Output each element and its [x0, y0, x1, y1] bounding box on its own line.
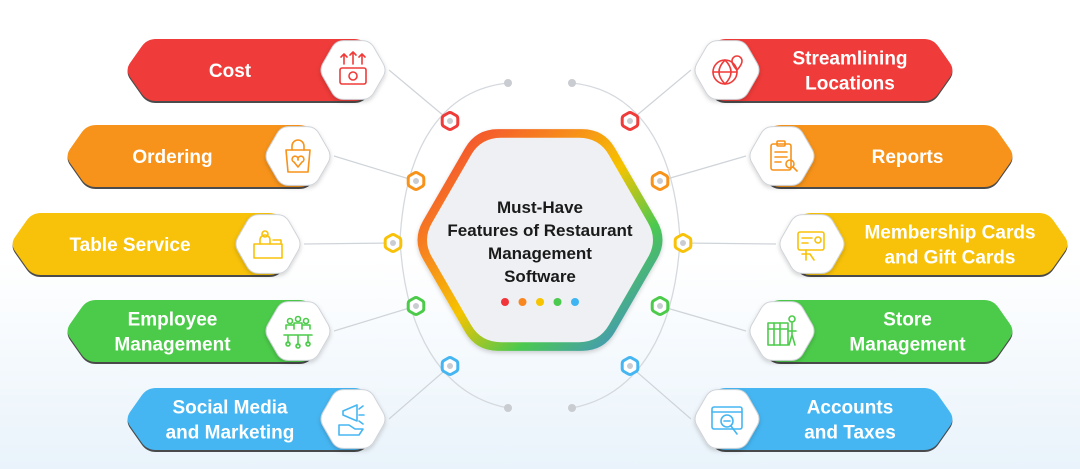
feature-label: Streamlining [792, 49, 907, 70]
shopping-bag-icon [285, 139, 311, 173]
feature-pill [67, 125, 328, 187]
guide-dot [504, 404, 512, 412]
connector-node [620, 111, 640, 131]
connector-node [440, 111, 460, 131]
feature-connector [388, 365, 451, 420]
feature-membership-cards-and-gift-cards: Membership Cards and Gift Cards [779, 213, 1068, 277]
feature-connector [388, 69, 451, 122]
feature-icon-hexagon [749, 301, 815, 361]
feature-table-service: Table Service [12, 213, 301, 277]
connector-node [383, 233, 403, 253]
center-title-line-2: Features of Restaurant [447, 221, 632, 240]
feature-icon-hexagon [694, 389, 760, 449]
feature-pill [752, 125, 1013, 187]
store-icon [767, 315, 797, 346]
feature-connector [659, 305, 747, 332]
feature-label: Membership Cards [864, 223, 1035, 244]
center-dot [501, 298, 509, 306]
center-dot [571, 298, 579, 306]
feature-pill [127, 39, 383, 101]
feature-label: Accounts [807, 398, 894, 419]
feature-label: Cost [209, 61, 252, 82]
feature-label: Social Media [172, 398, 288, 419]
center-dot [536, 298, 544, 306]
center-dot [553, 298, 562, 306]
feature-accounts-and-taxes: Accounts and Taxes [694, 388, 953, 452]
center-color-dots [501, 298, 579, 306]
feature-social-media-and-marketing: Social Media and Marketing [127, 388, 386, 452]
center-hexagon: Must-Have Features of Restaurant Managem… [417, 129, 663, 351]
feature-label: and Marketing [166, 423, 295, 444]
feature-icon-hexagon [749, 126, 815, 186]
feature-label: and Gift Cards [885, 248, 1016, 269]
feature-label: Ordering [132, 147, 212, 168]
connector-lines [303, 69, 777, 420]
feature-pill [782, 213, 1068, 275]
feature-icon-hexagon [694, 40, 760, 100]
guide-dot [568, 404, 576, 412]
money-growth-icon [339, 51, 367, 85]
accounts-search-icon [711, 406, 743, 435]
feature-icon-hexagon [265, 301, 331, 361]
feature-label: Locations [805, 74, 895, 95]
center-title-line-4: Software [504, 267, 576, 286]
connector-node [673, 233, 693, 253]
feature-label: Table Service [69, 235, 190, 256]
membership-card-icon [797, 231, 825, 261]
feature-cost: Cost [127, 39, 386, 103]
connector-node [440, 356, 460, 376]
team-network-icon [283, 315, 313, 349]
feature-pill [12, 213, 298, 275]
feature-label: Store [883, 310, 932, 331]
connector-node [406, 296, 426, 316]
feature-connector [629, 365, 692, 420]
feature-icon-hexagon [779, 214, 845, 274]
report-clipboard-icon [770, 140, 798, 172]
feature-pill [127, 388, 383, 450]
center-title-line-3: Management [488, 244, 592, 263]
megaphone-hand-icon [338, 404, 365, 436]
feature-ordering: Ordering [67, 125, 331, 189]
feature-icon-hexagon [265, 126, 331, 186]
feature-pill [697, 39, 953, 101]
feature-pill [697, 388, 953, 450]
feature-connector [659, 155, 747, 182]
table-service-icon [253, 230, 283, 259]
connector-node [650, 296, 670, 316]
feature-connector [303, 242, 394, 245]
feature-pill [752, 300, 1013, 362]
feature-label: Employee [128, 310, 218, 331]
feature-label: Management [114, 335, 231, 356]
center-hexagon-fill [427, 137, 653, 343]
feature-label: and Taxes [804, 423, 896, 444]
guide-dot [504, 79, 512, 87]
feature-connector [682, 242, 777, 245]
guide-dot [568, 79, 576, 87]
connector-node [620, 356, 640, 376]
feature-connector [333, 155, 417, 182]
connector-node [406, 171, 426, 191]
globe-pin-icon [712, 55, 743, 85]
feature-reports: Reports [749, 125, 1013, 189]
feature-label: Management [849, 335, 966, 356]
connector-node [650, 171, 670, 191]
center-title-line-1: Must-Have [497, 198, 583, 217]
feature-icon-hexagon [320, 40, 386, 100]
feature-connector [333, 305, 417, 332]
feature-pill [67, 300, 328, 362]
feature-connector [629, 69, 692, 122]
feature-label: Reports [872, 147, 944, 168]
center-dot [518, 298, 527, 306]
